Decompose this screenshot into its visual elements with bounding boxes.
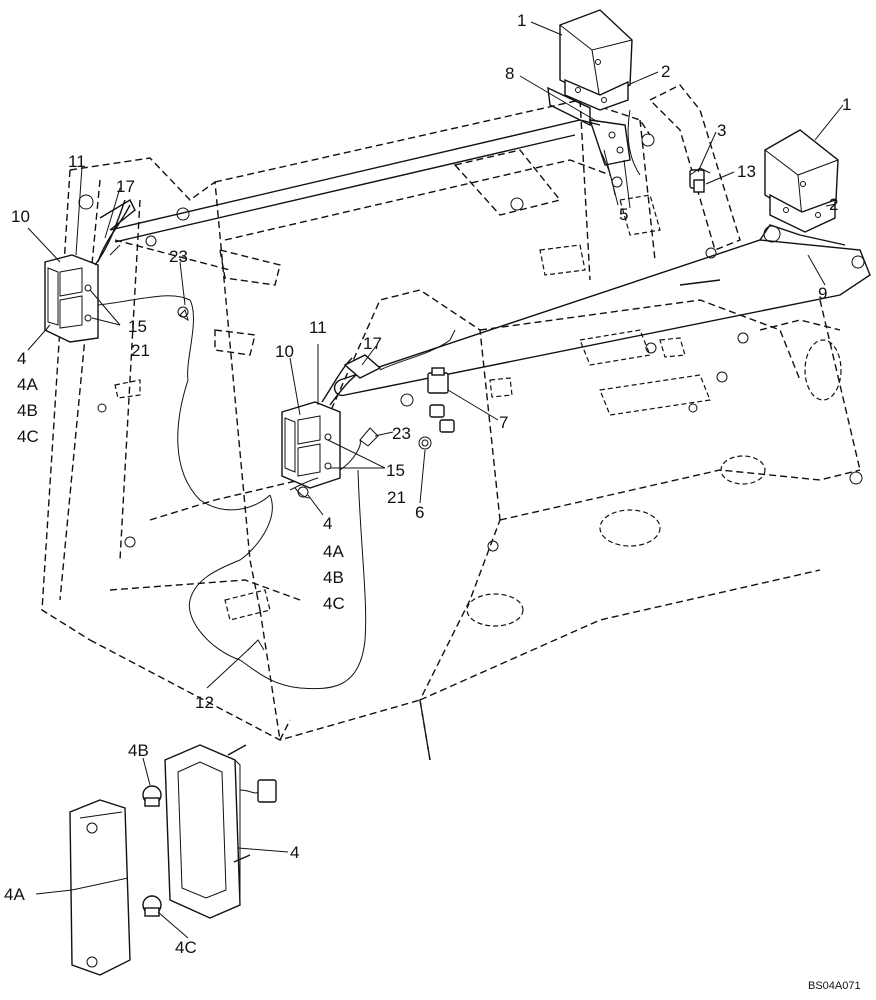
callout-labels: 1 1 2 2 3 13 8 5 9 11 17 10 23 15 21 4 4…: [4, 11, 851, 957]
callout-4: 4: [290, 843, 299, 862]
callout-15: 15: [386, 461, 405, 480]
callout-21: 21: [387, 488, 406, 507]
callout-11: 11: [68, 152, 86, 171]
callout-3: 3: [717, 121, 726, 140]
callout-15: 15: [128, 317, 147, 336]
callout-10: 10: [11, 207, 30, 226]
relay-and-fuses: [418, 367, 455, 450]
switch-assembly: [648, 84, 741, 251]
work-lamp-left: [559, 9, 633, 111]
callout-2: 2: [829, 195, 838, 214]
callout-4C: 4C: [17, 427, 39, 446]
callout-8: 8: [505, 64, 514, 83]
callout-1: 1: [517, 11, 526, 30]
callout-4B: 4B: [17, 401, 38, 420]
callout-4A: 4A: [17, 375, 38, 394]
callout-4B: 4B: [128, 741, 149, 760]
callout-9: 9: [818, 284, 827, 303]
bulbs-exploded: [142, 785, 162, 917]
callout-4A: 4A: [4, 885, 25, 904]
callout-23: 23: [169, 247, 188, 266]
callout-12: 12: [195, 693, 214, 712]
callout-17: 17: [116, 177, 135, 196]
reference-code: BS04A071: [808, 980, 861, 992]
callout-4A: 4A: [323, 542, 344, 561]
callout-17: 17: [363, 334, 382, 353]
lamp-lens-exploded: [69, 799, 131, 976]
callout-2: 2: [661, 62, 670, 81]
callout-10: 10: [275, 342, 294, 361]
callout-23: 23: [392, 424, 411, 443]
callout-7: 7: [499, 413, 508, 432]
loader-arm-right: [333, 224, 871, 397]
leader-lines: [27, 21, 844, 939]
loader-arm-left: [99, 119, 601, 243]
work-lamp-right: [764, 129, 839, 233]
callout-4: 4: [323, 514, 332, 533]
wiring-harness: [97, 244, 456, 690]
callout-4B: 4B: [323, 568, 344, 587]
callout-1: 1: [842, 95, 851, 114]
callout-4C: 4C: [323, 594, 345, 613]
callout-6: 6: [415, 503, 424, 522]
callout-11: 11: [309, 318, 327, 337]
callout-4C: 4C: [175, 938, 197, 957]
lamp-housing-exploded: [164, 744, 277, 919]
callout-4: 4: [17, 349, 26, 368]
callout-5: 5: [619, 205, 628, 224]
callout-21: 21: [131, 341, 150, 360]
tail-lamp-middle: [281, 354, 382, 489]
callout-13: 13: [737, 162, 756, 181]
tail-lamp-left: [44, 199, 131, 343]
